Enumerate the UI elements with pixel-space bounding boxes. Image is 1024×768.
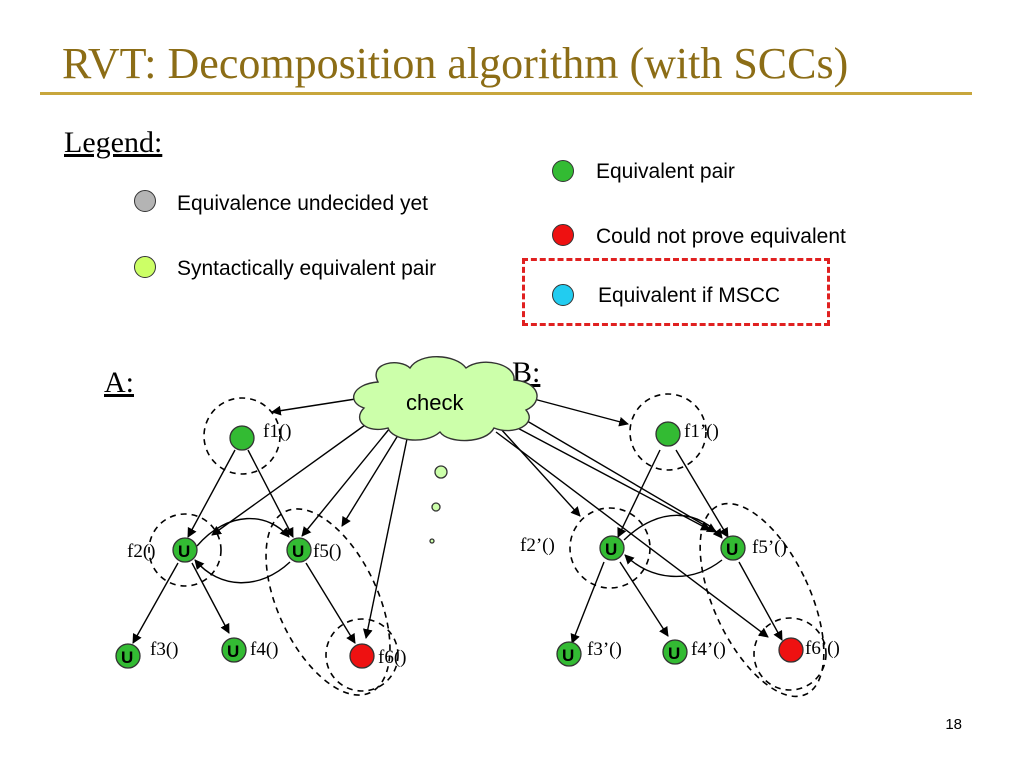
- label-b-f6: f6’(): [805, 638, 840, 659]
- graph-b-badges: U U U U: [562, 540, 738, 665]
- label-a-f3: f3(): [150, 639, 178, 660]
- page-number: 18: [945, 716, 962, 733]
- edge-check-f1: [271, 397, 363, 416]
- edge-a-f2-f3: [132, 562, 179, 644]
- edge-b-f5-f6: [738, 561, 783, 641]
- edge-a-f2-f4: [191, 562, 230, 634]
- label-b-f4: f4’(): [691, 639, 726, 660]
- label-b-f5: f5’(): [752, 537, 787, 558]
- node-a-f6: [349, 643, 375, 669]
- scc-outline-b-f2: [569, 507, 651, 589]
- graph-b-labels: f1’() f2’() f5’() f3’() f4’() f6’(): [520, 421, 840, 660]
- label-a-f6: f6(): [378, 647, 406, 668]
- legend-dot-equivalent: [552, 160, 574, 182]
- edge-check-f2: [211, 419, 373, 536]
- scc-outline-a-f1: [203, 397, 281, 475]
- check-edges: [211, 397, 769, 639]
- scc-outline-b-f1: [629, 393, 707, 471]
- edge-check-f5b: [341, 431, 401, 527]
- badge-a-f3: U: [121, 648, 133, 667]
- badge-b-f5: U: [726, 540, 738, 559]
- legend-dot-undecided: [134, 190, 156, 212]
- graph-a-labels: f1() f2() f5() f3() f4() f6(): [127, 421, 406, 668]
- legend-label-syntactic: Syntactically equivalent pair: [177, 257, 437, 280]
- badge-a-f2: U: [178, 542, 190, 561]
- node-b-f5: [720, 535, 746, 561]
- label-a-f4: f4(): [250, 639, 278, 660]
- node-b-f1: [655, 421, 681, 447]
- node-b-f3: [556, 641, 582, 667]
- node-a-f3: [115, 643, 141, 669]
- edge-check-f6b: [495, 431, 769, 638]
- edge-check-f5: [301, 427, 391, 537]
- edge-check-f1b: [529, 397, 629, 427]
- badge-b-f4: U: [668, 644, 680, 663]
- edge-b-f1-f5: [675, 449, 729, 538]
- label-b-f1: f1’(): [684, 421, 719, 442]
- node-b-f4: [662, 639, 688, 665]
- node-a-f4: [221, 637, 247, 663]
- edge-check-f5b1: [509, 423, 711, 531]
- label-a-f2: f2(): [127, 541, 155, 562]
- edge-a-f1-f2: [187, 449, 236, 538]
- node-a-f2: [172, 537, 198, 563]
- legend-label-not-proven: Could not prove equivalent: [596, 225, 846, 248]
- node-b-f6: [778, 637, 804, 663]
- graph-a-scc-outlines: [148, 397, 399, 696]
- thought-bubble-large: [434, 465, 448, 479]
- scc-outline-b-f6: [753, 617, 827, 691]
- label-a-f5: f5(): [313, 541, 341, 562]
- badge-b-f2: U: [605, 540, 617, 559]
- legend-dot-syntactic: [134, 256, 156, 278]
- label-b-f2: f2’(): [520, 535, 555, 556]
- edge-check-f2b: [499, 427, 581, 517]
- legend-label-mscc: Equivalent if MSCC: [598, 284, 781, 307]
- scc-outline-a-f2: [148, 513, 222, 587]
- edge-a-f5-f6: [305, 562, 356, 644]
- graph-a-edges: [132, 449, 356, 644]
- label-a-f1: f1(): [263, 421, 291, 442]
- check-cloud-shape: [353, 356, 538, 442]
- legend-label-equivalent: Equivalent pair: [596, 160, 735, 183]
- node-b-f2: [599, 535, 625, 561]
- edge-b-f1-f2: [617, 449, 661, 538]
- scc-outline-a-f6: [325, 618, 399, 692]
- node-a-f1: [229, 425, 255, 451]
- thought-bubble-medium: [431, 502, 441, 512]
- edge-a-f2-f5-curve: [196, 517, 290, 547]
- legend-dot-mscc: [552, 284, 574, 306]
- legend-dot-not-proven: [552, 224, 574, 246]
- edge-b-f2-f4: [619, 561, 669, 637]
- thought-bubble-small: [429, 538, 435, 544]
- badge-b-f3: U: [562, 646, 574, 665]
- edge-b-f2-f3: [570, 561, 605, 644]
- scc-outline-a-f5-f6: [265, 508, 391, 696]
- badge-a-f5: U: [292, 542, 304, 561]
- check-cloud: check: [353, 356, 538, 442]
- graph-a-label: A:: [104, 366, 134, 399]
- graph-b-nodes: [556, 421, 804, 667]
- badge-a-f4: U: [227, 642, 239, 661]
- node-a-f5: [286, 537, 312, 563]
- graph-b-edges: [570, 449, 783, 644]
- edge-a-f5-f2-curve: [194, 559, 291, 584]
- legend-heading: Legend:: [64, 126, 163, 159]
- check-label: check: [406, 390, 464, 415]
- mscc-highlight-box: [522, 258, 830, 326]
- slide-title: RVT: Decomposition algorithm (with SCCs): [62, 39, 849, 88]
- graph-a-nodes: [115, 425, 375, 669]
- edge-check-f6: [362, 433, 409, 639]
- edge-check-f5b2: [521, 417, 717, 533]
- title-divider: [40, 92, 972, 95]
- legend-label-undecided: Equivalence undecided yet: [177, 192, 429, 215]
- thought-bubbles: [429, 465, 448, 544]
- graph-a-badges: U U U U: [121, 542, 304, 667]
- edge-b-f5-f2-curve: [624, 554, 723, 578]
- label-b-f3: f3’(): [587, 639, 622, 660]
